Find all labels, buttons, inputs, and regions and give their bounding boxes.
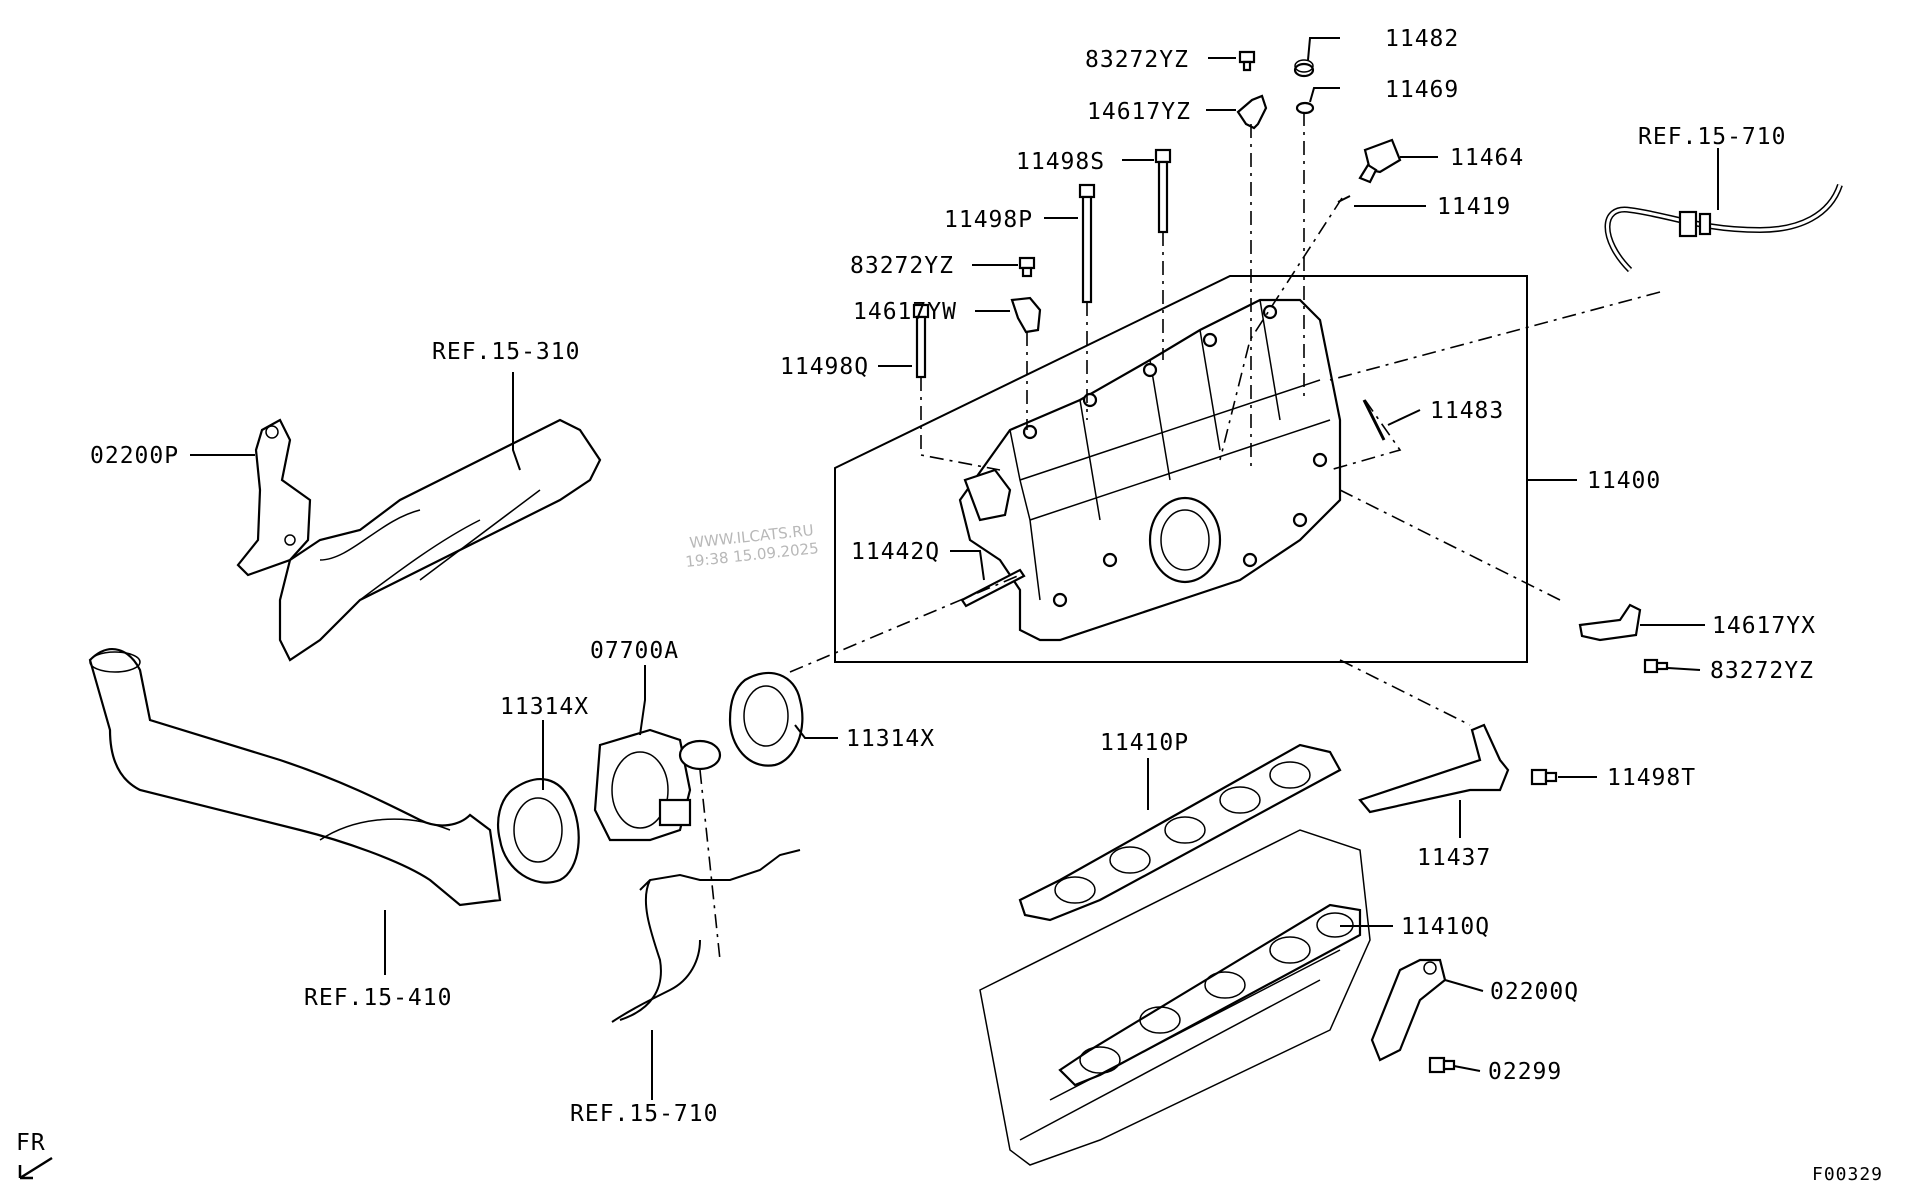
label-02299: 02299	[1488, 1059, 1562, 1085]
label-11498s: 11498S	[1016, 149, 1105, 175]
bracket-02200q	[1370, 958, 1447, 1062]
leader-lines	[190, 37, 1719, 1100]
label-11498t: 11498T	[1607, 765, 1696, 791]
gasket-11314x-left	[496, 778, 580, 884]
figure-code: F00329	[1812, 1164, 1883, 1185]
intake-manifold-11400	[958, 298, 1342, 642]
bracket-11437	[1358, 723, 1510, 814]
bolt-11498t	[1530, 768, 1558, 786]
pipe-ref-15-410	[88, 648, 502, 907]
label-ref-15-710-bottom: REF.15-710	[570, 1101, 718, 1127]
throttle-body-07700a	[593, 728, 722, 842]
label-ref-15-410: REF.15-410	[304, 985, 452, 1011]
label-11314x-left: 11314X	[500, 694, 589, 720]
alignment-lines	[699, 112, 1661, 961]
direction-label: FR	[16, 1130, 46, 1156]
front-arrow-icon	[18, 1156, 53, 1180]
bolt-83272yz-right	[1643, 658, 1669, 674]
label-02200p: 02200P	[90, 443, 179, 469]
bolt-11498p	[1078, 183, 1096, 304]
label-02200q: 02200Q	[1490, 979, 1579, 1005]
bracket-14617yz	[1236, 94, 1268, 130]
label-83272yz-mid: 83272YZ	[850, 253, 954, 279]
label-11464: 11464	[1450, 145, 1524, 171]
hose-ref-15-710-bottom	[611, 849, 801, 1023]
exhaust-manifold-ref-15-310	[278, 418, 602, 662]
gasket-11314x-right	[728, 671, 804, 767]
bracket-02200p	[236, 418, 312, 577]
washer-11469	[1295, 101, 1315, 115]
label-11483: 11483	[1430, 398, 1504, 424]
label-83272yz-top: 83272YZ	[1085, 47, 1189, 73]
bracket-14617yx	[1578, 603, 1642, 642]
label-11410p: 11410P	[1100, 730, 1189, 756]
label-11314x-right: 11314X	[846, 726, 935, 752]
sensor-11464	[1358, 138, 1402, 184]
bolt-83272yz-mid	[1018, 256, 1036, 278]
hose-ref-15-710-top	[1604, 183, 1843, 273]
label-14617yx: 14617YX	[1712, 613, 1816, 639]
cylinder-head	[979, 829, 1371, 1166]
bolt-11498q	[912, 303, 930, 379]
stud-11442q	[960, 568, 1026, 608]
bolt-83272yz-top	[1238, 50, 1256, 72]
label-11442q: 11442Q	[851, 539, 940, 565]
label-ref-15-710-top: REF.15-710	[1638, 124, 1786, 150]
label-11400: 11400	[1587, 468, 1661, 494]
label-11498q: 11498Q	[780, 354, 869, 380]
gasket-11410q	[1058, 903, 1362, 1087]
label-ref-15-310: REF.15-310	[432, 339, 580, 365]
label-11437: 11437	[1417, 845, 1491, 871]
front-direction-indicator: FR	[16, 1130, 53, 1180]
nut-11482	[1293, 59, 1315, 78]
bracket-14617yw	[1010, 296, 1042, 334]
label-11410q: 11410Q	[1401, 914, 1490, 940]
label-83272yz-right: 83272YZ	[1710, 658, 1814, 684]
label-11419: 11419	[1437, 194, 1511, 220]
label-14617yz: 14617YZ	[1087, 99, 1191, 125]
label-14617yw: 14617YW	[853, 299, 957, 325]
bolt-11498s	[1154, 148, 1172, 234]
pin-11483	[1362, 399, 1386, 441]
label-07700a: 07700A	[590, 638, 679, 664]
gasket-11410p	[1018, 743, 1342, 922]
label-11469: 11469	[1385, 77, 1459, 103]
intake-manifold-box	[834, 275, 1528, 663]
bolt-02299	[1428, 1056, 1456, 1074]
label-11482: 11482	[1385, 26, 1459, 52]
label-11498p: 11498P	[944, 207, 1033, 233]
